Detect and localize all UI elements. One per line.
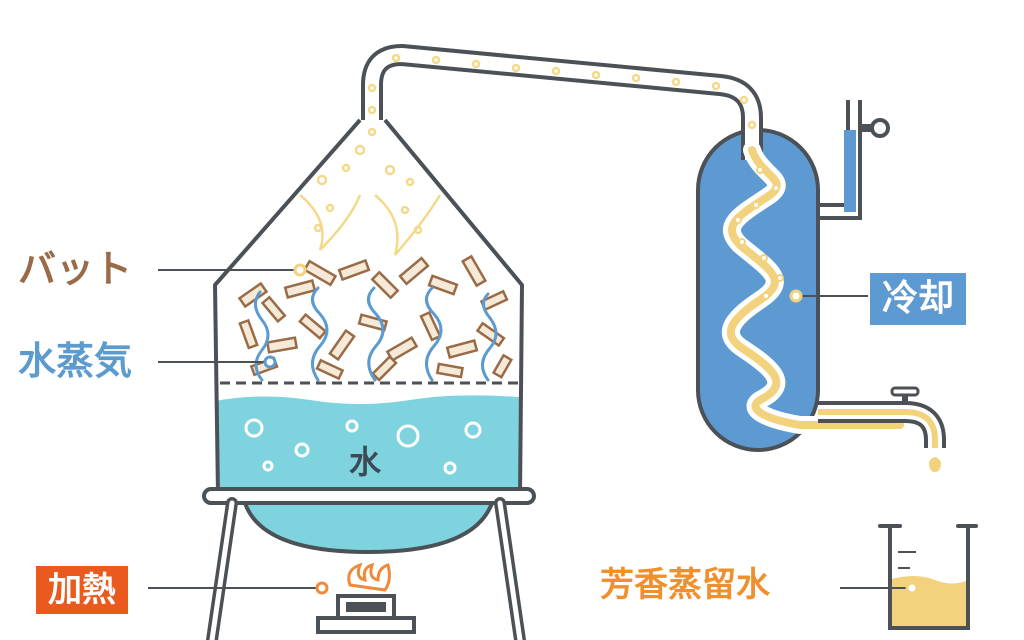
label-cooling: 冷却 (870, 273, 967, 325)
condenser (696, 100, 890, 452)
beaker (878, 524, 978, 630)
burner (316, 562, 416, 634)
vapor-droplets (299, 127, 442, 256)
label-water: 水 (349, 443, 382, 481)
steam-wisps (254, 286, 498, 382)
condenser-coil (721, 141, 909, 434)
leader-lines (148, 263, 919, 595)
label-vat: バット (18, 247, 133, 291)
stand (202, 487, 536, 640)
vapor-pipe (361, 44, 763, 160)
wood-chips (237, 254, 514, 382)
label-heat: 加熱 (36, 566, 128, 614)
label-steam: 水蒸気 (18, 339, 133, 383)
label-product: 芳香蒸留水 (600, 565, 770, 605)
outlet-tap (818, 386, 946, 472)
